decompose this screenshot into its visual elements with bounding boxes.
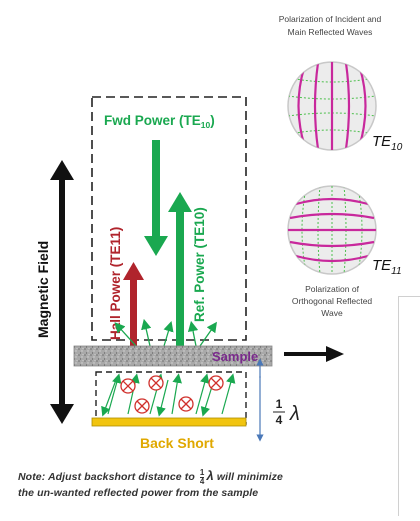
circled-x-icon bbox=[178, 396, 194, 412]
circled-x-icon bbox=[208, 375, 224, 391]
sample-label: Sample bbox=[212, 349, 258, 364]
ref-power-arrow bbox=[168, 192, 192, 348]
note-line2: the un-wanted reflected power from the s… bbox=[18, 486, 259, 499]
back-short-label: Back Short bbox=[140, 435, 214, 451]
reflection-arrows bbox=[114, 318, 217, 347]
note-rest: will minimize bbox=[216, 471, 283, 483]
note-prefix: Note: Adjust backshort distance to bbox=[18, 471, 195, 483]
svg-text:λ: λ bbox=[289, 403, 300, 425]
quarter-lambda-label: 1 4 λ bbox=[273, 397, 300, 427]
magnetic-field-arrow bbox=[50, 160, 74, 424]
te11-label: TE11 bbox=[372, 257, 402, 277]
sample-slab bbox=[73, 345, 273, 367]
cross-symbols bbox=[120, 375, 224, 414]
polarization-top-caption-1: Polarization of Incident and bbox=[279, 14, 382, 24]
circled-x-icon bbox=[134, 398, 150, 414]
hall-power-label: Hall Power (TE11) bbox=[108, 227, 123, 340]
back-short-plate bbox=[91, 417, 247, 427]
hall-power-arrow bbox=[123, 262, 144, 348]
fwd-power-arrow bbox=[144, 140, 168, 256]
note-lambda: λ bbox=[206, 468, 214, 483]
side-panel bbox=[398, 296, 420, 516]
mode-te11-icon bbox=[287, 185, 377, 275]
circled-x-icon bbox=[148, 375, 164, 391]
cavity-box bbox=[95, 371, 247, 425]
mode-te10-icon bbox=[287, 61, 377, 151]
circled-x-icon bbox=[120, 378, 136, 394]
fwd-power-label: Fwd Power (TE10) bbox=[104, 113, 215, 130]
svg-text:1: 1 bbox=[276, 397, 283, 411]
magnetic-field-label: Magnetic Field bbox=[35, 241, 51, 338]
polarization-top-caption-2: Main Reflected Waves bbox=[288, 27, 373, 37]
te10-label: TE10 bbox=[372, 133, 403, 153]
polarization-bottom-caption-2: Orthogonal Reflected bbox=[292, 296, 373, 306]
polarization-bottom-caption-1: Polarization of bbox=[305, 284, 360, 294]
ref-power-label: Ref. Power (TE10) bbox=[192, 207, 207, 322]
svg-text:4: 4 bbox=[276, 413, 283, 427]
polarization-bottom-caption-3: Wave bbox=[321, 308, 343, 318]
waveguide-box bbox=[91, 96, 247, 341]
right-arrow-icon bbox=[284, 346, 344, 362]
